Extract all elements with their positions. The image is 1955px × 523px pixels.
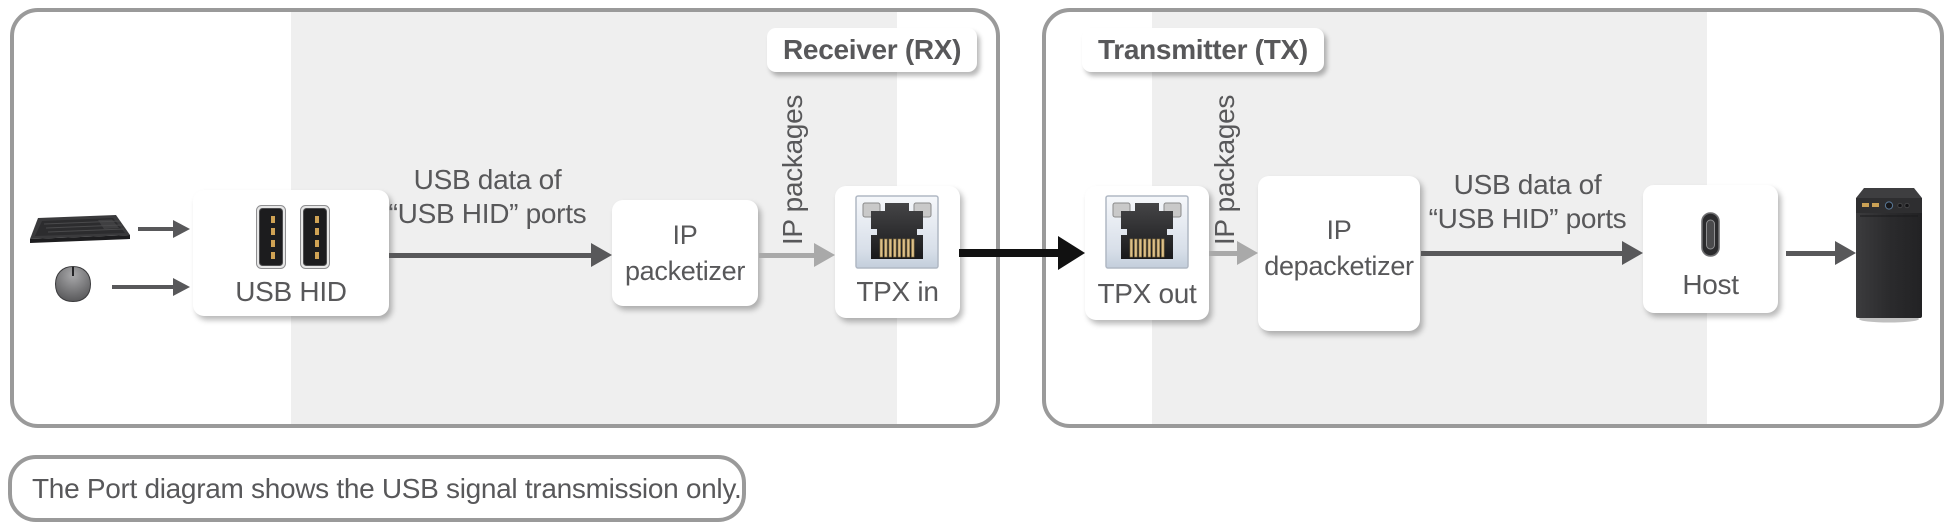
flow-arrow-ip-packages-tx	[1209, 241, 1258, 265]
note-box: The Port diagram shows the USB signal tr…	[8, 455, 746, 522]
ethernet-port-icon	[855, 195, 939, 271]
flow-arrow-usb-data-tx	[1421, 241, 1643, 265]
keyboard-icon	[28, 214, 132, 244]
tpx-in-label: TPX in	[856, 276, 939, 307]
tpx-out-box: TPX out	[1085, 186, 1209, 320]
mouse-icon	[52, 265, 94, 303]
usb-a-port-icon	[300, 205, 330, 269]
usb-a-port-icon	[256, 205, 286, 269]
usb-hid-box: USB HID	[193, 190, 389, 316]
transmitter-label: Transmitter (TX)	[1082, 28, 1324, 72]
flow-label-ip-packages-rx: IP packages	[777, 94, 808, 246]
flow-label-usb-data-rx: USB data of “USB HID” ports	[388, 164, 587, 229]
transmitter-band	[1152, 12, 1707, 424]
note-text: The Port diagram shows the USB signal tr…	[32, 472, 742, 504]
usb-c-port-icon	[1701, 212, 1720, 257]
flow-label-ip-packages-tx: IP packages	[1209, 94, 1240, 246]
transmitter-label-text: Transmitter (TX)	[1098, 34, 1308, 65]
ip-packetizer-box: IP packetizer	[612, 200, 758, 306]
usb-hid-label: USB HID	[235, 276, 347, 307]
tpx-in-box: TPX in	[835, 186, 960, 318]
keyboard-arrow	[138, 220, 190, 238]
tpx-link-arrow	[959, 236, 1085, 270]
receiver-band	[291, 12, 897, 424]
flow-arrow-ip-packages-rx	[759, 243, 835, 267]
computer-tower-icon	[1856, 186, 1922, 324]
ip-depacketizer-box: IP depacketizer	[1258, 176, 1420, 331]
receiver-label-text: Receiver (RX)	[783, 34, 962, 65]
host-box: Host	[1643, 185, 1778, 313]
host-to-computer-arrow	[1786, 241, 1856, 265]
tpx-out-label: TPX out	[1097, 278, 1197, 309]
mouse-arrow	[112, 278, 190, 296]
receiver-label: Receiver (RX)	[767, 28, 978, 72]
flow-arrow-usb-data-rx	[389, 243, 612, 267]
ethernet-port-icon	[1105, 195, 1189, 271]
host-label: Host	[1682, 269, 1739, 300]
flow-label-usb-data-tx: USB data of “USB HID” ports	[1428, 169, 1627, 234]
